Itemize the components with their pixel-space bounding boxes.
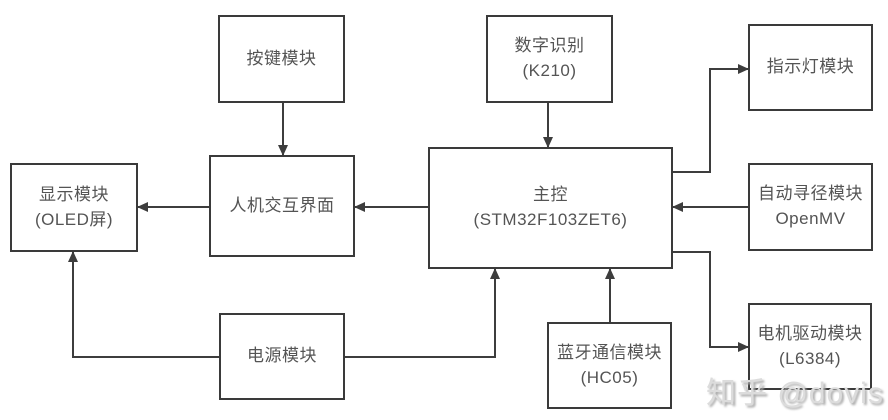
node-label: 按键模块 [246, 48, 317, 68]
node-digit-recognition-k210: 数字识别 (K210) [486, 15, 613, 103]
node-label: 电机驱动模块 [757, 323, 863, 343]
node-sublabel: (L6384) [778, 348, 842, 368]
edge-mcu-to-led [673, 64, 749, 173]
node-auto-pathfinding-openmv: 自动寻径模块 OpenMV [748, 163, 873, 251]
edge-mcu-to-motor [673, 251, 749, 352]
node-sublabel: (OLED屏) [34, 209, 114, 229]
edge-power-to-oled [68, 251, 219, 358]
node-bluetooth-module-hc05: 蓝牙通信模块 (HC05) [547, 322, 672, 409]
node-label: 数字识别 [514, 36, 585, 56]
edge-power-to-mcu [345, 268, 500, 358]
node-main-controller-stm32: 主控 (STM32F103ZET6) [428, 147, 673, 269]
node-indicator-light-module: 指示灯模块 [748, 24, 873, 111]
node-label: 指示灯模块 [766, 57, 855, 77]
node-human-machine-interface: 人机交互界面 [209, 155, 355, 257]
node-sublabel: OpenMV [775, 209, 846, 228]
node-label: 显示模块 [39, 184, 109, 204]
node-label: 主控 [533, 185, 568, 205]
node-power-module: 电源模块 [219, 313, 345, 400]
node-motor-driver-module-l6384: 电机驱动模块 (L6384) [748, 303, 872, 390]
node-label: 蓝牙通信模块 [557, 342, 662, 362]
node-button-module: 按键模块 [218, 15, 345, 103]
node-sublabel: (K210) [522, 61, 577, 80]
node-sublabel: (HC05) [580, 367, 639, 387]
node-label: 电源模块 [247, 346, 317, 366]
node-label: 自动寻径模块 [758, 184, 863, 204]
zhihu-watermark: 知乎 @dovis [706, 377, 884, 410]
node-label: 人机交互界面 [229, 195, 335, 215]
node-sublabel: (STM32F103ZET6) [473, 210, 628, 229]
node-display-module-oled: 显示模块 (OLED屏) [10, 163, 138, 252]
